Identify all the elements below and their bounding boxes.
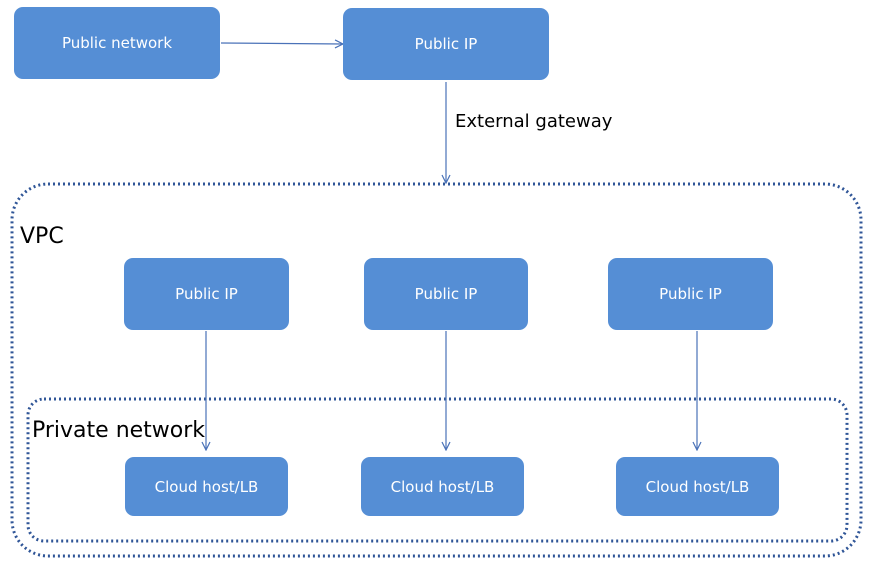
- vpc-public-ip-label-1: Public IP: [175, 285, 238, 303]
- cloud-host-box-2: Cloud host/LB: [361, 457, 524, 516]
- vpc-public-ip-box-3: Public IP: [608, 258, 773, 330]
- public-network-box: Public network: [14, 7, 220, 79]
- cloud-host-label-3: Cloud host/LB: [645, 477, 750, 496]
- public-ip-label-top: Public IP: [414, 35, 478, 53]
- vpc-label: VPC: [20, 224, 64, 249]
- cloud-host-label-2: Cloud host/LB: [390, 477, 495, 496]
- cloud-host-box-3: Cloud host/LB: [616, 457, 779, 516]
- public-network-label: Public network: [61, 34, 173, 52]
- cloud-host-label-1: Cloud host/LB: [154, 477, 259, 496]
- vpc-public-ip-label-3: Public IP: [659, 285, 722, 303]
- vpc-public-ip-box-1: Public IP: [124, 258, 289, 330]
- external-gateway-label: External gateway: [455, 111, 613, 132]
- arrow-network-to-ip: [220, 43, 343, 44]
- private-network-label: Private network: [32, 418, 206, 443]
- vpc-public-ip-box-2: Public IP: [364, 258, 528, 330]
- private-network-boundary: [26, 397, 849, 543]
- vpc-public-ip-label-2: Public IP: [414, 285, 478, 303]
- public-ip-box-top: Public IP: [343, 8, 549, 80]
- cloud-host-box-1: Cloud host/LB: [125, 457, 288, 516]
